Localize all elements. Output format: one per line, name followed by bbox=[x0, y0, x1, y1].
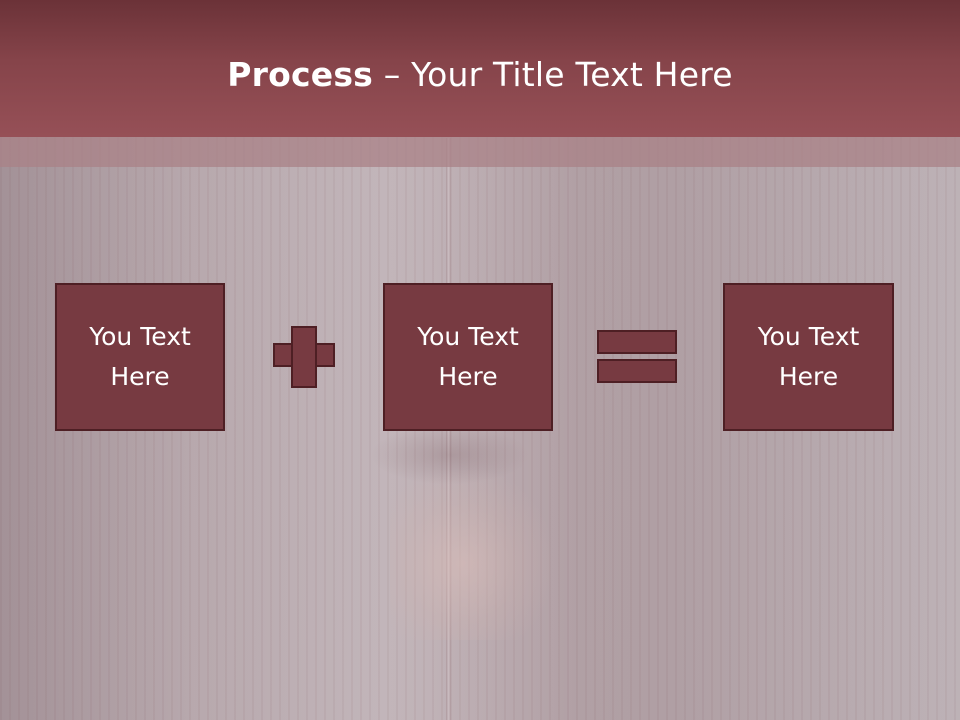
hand-image bbox=[390, 470, 550, 640]
process-step-2-text: You Text Here bbox=[417, 322, 519, 391]
title-bar-band bbox=[0, 137, 960, 167]
process-step-2-box[interactable]: You Text Here bbox=[383, 283, 553, 431]
slide-title[interactable]: Process – Your Title Text Here bbox=[0, 50, 960, 100]
equals-icon-top-bar bbox=[597, 330, 677, 354]
title-bold-part: Process bbox=[227, 55, 374, 94]
plus-icon-center bbox=[293, 345, 315, 365]
title-rest-part: – Your Title Text Here bbox=[373, 55, 733, 94]
process-result-box[interactable]: You Text Here bbox=[723, 283, 894, 431]
title-bar bbox=[0, 0, 960, 137]
process-step-1-text: You Text Here bbox=[89, 322, 191, 391]
process-result-text: You Text Here bbox=[757, 322, 860, 391]
process-step-1-box[interactable]: You Text Here bbox=[55, 283, 225, 431]
equals-icon-bottom-bar bbox=[597, 359, 677, 383]
